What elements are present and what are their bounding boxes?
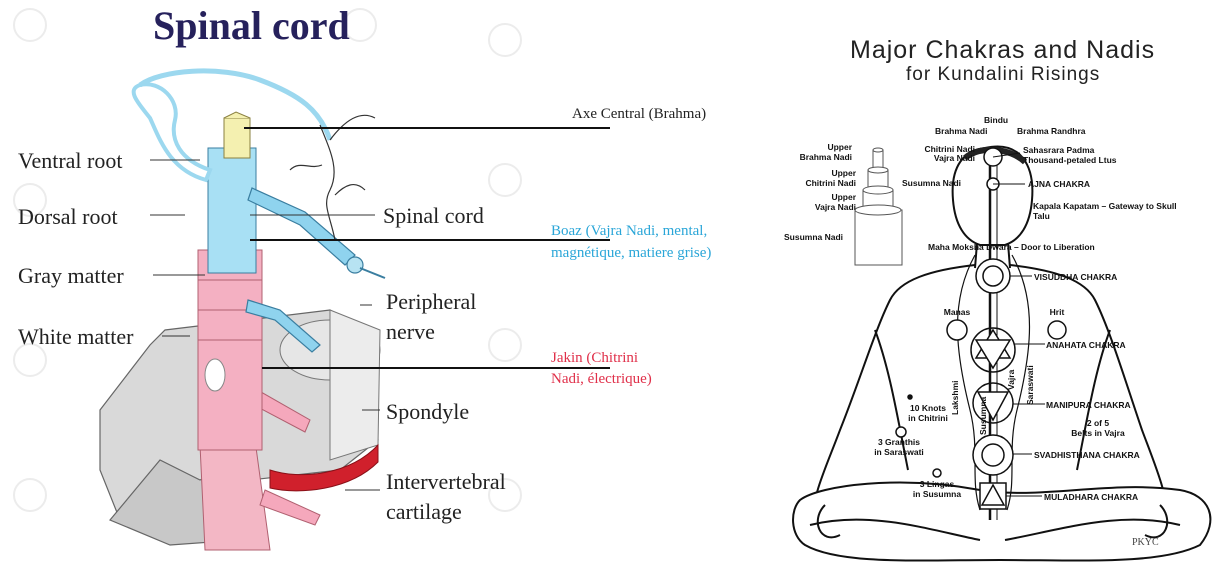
spinal-cord-diagram: Spinal cord Ventral root Dorsal root Gra…: [0, 0, 790, 576]
label-belts-1: 2 of 5: [1068, 418, 1128, 428]
label-sahasrara-1: Sahasrara Padma: [1023, 145, 1094, 155]
label-hrit: Hrit: [1044, 307, 1070, 317]
label-upper-chitrini-1: Upper: [800, 168, 856, 178]
label-vajra-nadi: Vajra Nadi: [920, 153, 975, 163]
label-white-matter: White matter: [18, 324, 133, 350]
label-peripheral: Peripheral: [386, 289, 476, 315]
label-spinal-cord: Spinal cord: [383, 203, 484, 229]
label-lingas-1: 3 Lingas: [904, 479, 970, 489]
label-svadhisthana: SVADHISTHANA CHAKRA: [1034, 450, 1140, 460]
gray-matter-segment: [198, 250, 262, 450]
label-nerve: nerve: [386, 319, 435, 345]
label-ventral-root: Ventral root: [18, 148, 122, 174]
label-susumna-nadi-head: Susumna Nadi: [902, 178, 961, 188]
label-intervertebral: Intervertebral: [386, 469, 506, 495]
label-anahata: ANAHATA CHAKRA: [1046, 340, 1126, 350]
label-ajna-chakra: AJNA CHAKRA: [1028, 179, 1090, 189]
label-bindu: Bindu: [984, 115, 1008, 125]
nadi-tube-diagram: [855, 148, 902, 265]
annotation-boaz-1: Boaz (Vajra Nadi, mental,: [551, 223, 707, 240]
hrit-icon: [1048, 321, 1066, 339]
label-belts-2: Belts in Vajra: [1060, 428, 1136, 438]
label-upper-brahma-2: Brahma Nadi: [788, 152, 852, 162]
annotation-axe-central: Axe Central (Brahma): [572, 106, 706, 123]
nerve-roots: [134, 71, 385, 352]
manas-icon: [947, 320, 967, 340]
label-upper-brahma-1: Upper: [800, 142, 852, 152]
label-sahasrara-2: Thousand-petaled Ltus: [1023, 155, 1117, 165]
label-granthis-1: 3 Granthis: [864, 437, 934, 447]
annotation-jakin-1: Jakin (Chitrini: [551, 350, 638, 367]
label-knots-2: in Chitrini: [898, 413, 958, 423]
label-maha-moksha: Maha Moksha Dwara – Door to Liberation: [928, 242, 1095, 252]
right-subtitle: for Kundalini Risings: [906, 64, 1100, 86]
label-tube-susumna: Susumna Nadi: [784, 232, 843, 242]
chakra-diagram: Major Chakras and Nadis for Kundalini Ri…: [780, 0, 1222, 576]
label-muladhara: MULADHARA CHAKRA: [1044, 492, 1138, 502]
label-upper-vajra-2: Vajra Nadi: [788, 202, 856, 212]
annotation-jakin-2: Nadi, électrique): [551, 371, 652, 388]
left-title: Spinal cord: [153, 2, 350, 49]
label-kapala-2: Talu: [1033, 211, 1050, 221]
label-saraswati-vertical: Saraswati: [1025, 365, 1035, 405]
label-cartilage: cartilage: [386, 499, 462, 525]
signature: PKYC: [1132, 537, 1159, 548]
label-upper-chitrini-2: Chitrini Nadi: [788, 178, 856, 188]
right-title: Major Chakras and Nadis: [850, 36, 1155, 65]
label-upper-vajra-1: Upper: [800, 192, 856, 202]
label-manipura: MANIPURA CHAKRA: [1046, 400, 1131, 410]
granthi-icon: [896, 427, 906, 437]
label-dorsal-root: Dorsal root: [18, 204, 118, 230]
label-vajra-vertical: Vajra: [1006, 370, 1016, 390]
spinal-cord-column: [208, 112, 256, 273]
label-kapala-1: Kapala Kapatam – Gateway to Skull: [1033, 201, 1177, 211]
label-gray-matter: Gray matter: [18, 263, 124, 289]
annotation-boaz-2: magnétique, matiere grise): [551, 245, 711, 262]
label-granthis-2: in Saraswati: [864, 447, 934, 457]
meditating-figure: [780, 0, 1222, 576]
label-susumna-vertical: Susumna: [978, 397, 988, 435]
linga-icon: [933, 469, 941, 477]
label-visuddha: VISUDDHA CHAKRA: [1034, 272, 1117, 282]
label-brahma-nadi: Brahma Nadi: [935, 126, 987, 136]
label-manas: Manas: [940, 307, 974, 317]
label-lingas-2: in Susumna: [904, 489, 970, 499]
label-brahma-randhra: Brahma Randhra: [1017, 126, 1086, 136]
label-spondyle: Spondyle: [386, 399, 469, 425]
label-knots-1: 10 Knots: [898, 403, 958, 413]
